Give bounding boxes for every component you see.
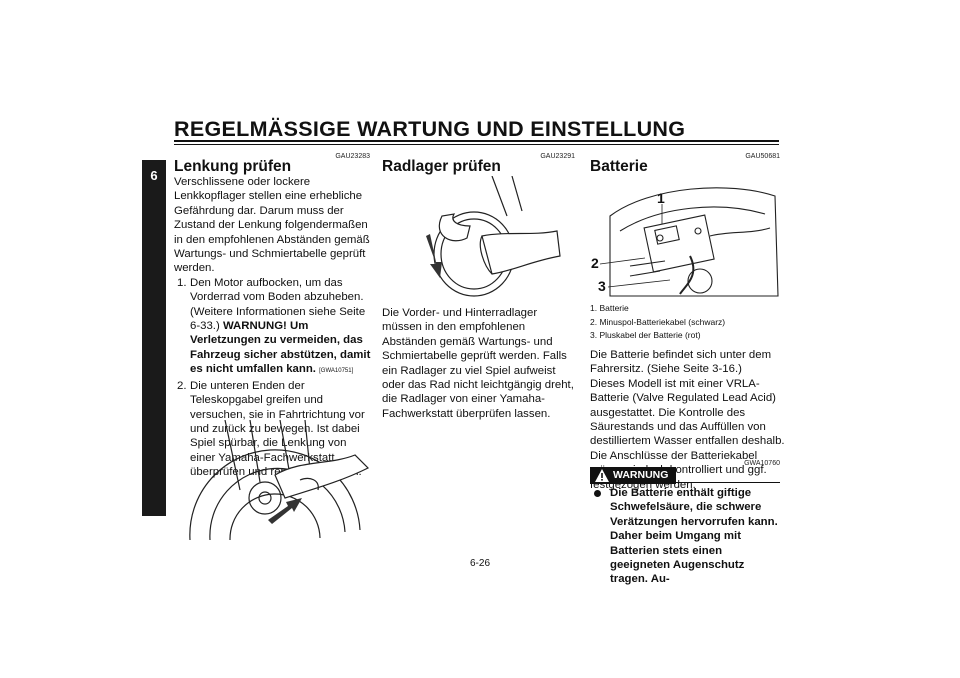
wheel-bearings-section: Die Vorder- und Hinterradlager müssen in… [382, 306, 574, 421]
wheel-bearings-text: Die Vorder- und Hinterradlager müssen in… [382, 307, 574, 420]
battery-legend: 1. Batterie 2. Minuspol-Batteriekabel (s… [590, 302, 725, 343]
chapter-number: 6 [150, 168, 158, 183]
heading-steering: Lenkung prüfen [174, 158, 292, 175]
callout-3: 3 [598, 278, 606, 294]
header-rule [174, 140, 779, 142]
warning-label: WARNUNG [613, 469, 669, 481]
steering-step-1: 1. Den Motor aufbocken, um das Vorderrad… [174, 276, 372, 379]
page-header-title: REGELMÄSSIGE WARTUNG UND EINSTELLUNG [174, 117, 686, 141]
steering-section: Verschlissene oder lockere Lenkkopflager… [174, 175, 372, 480]
step-text: Den Motor aufbocken, um das Vorderrad vo… [190, 276, 366, 333]
steering-steps: 1. Den Motor aufbocken, um das Vorderrad… [174, 276, 372, 480]
step-number: 1. [177, 276, 187, 289]
chapter-tab: 6 [142, 160, 166, 516]
warning-bullet-text: Die Batterie enthält giftige Schwefelsäu… [610, 487, 778, 586]
heading-battery: Batterie [590, 158, 648, 175]
bullet-icon [594, 490, 601, 497]
warning-code: [GWA10751] [319, 368, 354, 375]
header-rule-thin [174, 144, 779, 145]
fork-wheel-illustration [189, 420, 370, 540]
step-warning: WARNUNG! Um Verletzungen zu vermeiden, d… [190, 320, 371, 376]
heading-wheel-bearings: Radlager prüfen [382, 158, 501, 175]
callout-1: 1 [657, 190, 665, 206]
warning-triangle-icon [595, 469, 609, 482]
warning-rule [676, 482, 780, 483]
battery-para-1: Die Batterie befindet sich unter dem Fah… [590, 349, 772, 376]
legend-item: 1. Batterie [590, 303, 629, 313]
section-code-battery: GAU50681 [745, 153, 780, 160]
section-code-wheel-bearings: GAU23291 [540, 153, 575, 160]
steering-intro: Verschlissene oder lockere Lenkkopflager… [174, 176, 370, 275]
warning-code: GWA10760 [744, 460, 780, 467]
page-number: 6-26 [469, 558, 490, 569]
battery-location-illustration [599, 187, 779, 297]
wheel-bearing-illustration [426, 176, 561, 297]
legend-item: 3. Pluskabel der Batterie (rot) [590, 330, 701, 340]
legend-item: 2. Minuspol-Batteriekabel (schwarz) [590, 316, 726, 327]
section-code-steering: GAU23283 [335, 153, 370, 160]
warning-bullet: Die Batterie enthält giftige Schwefelsäu… [590, 486, 785, 587]
callout-2: 2 [591, 255, 599, 271]
step-number: 2. [177, 379, 187, 392]
warning-badge: WARNUNG [590, 467, 676, 484]
